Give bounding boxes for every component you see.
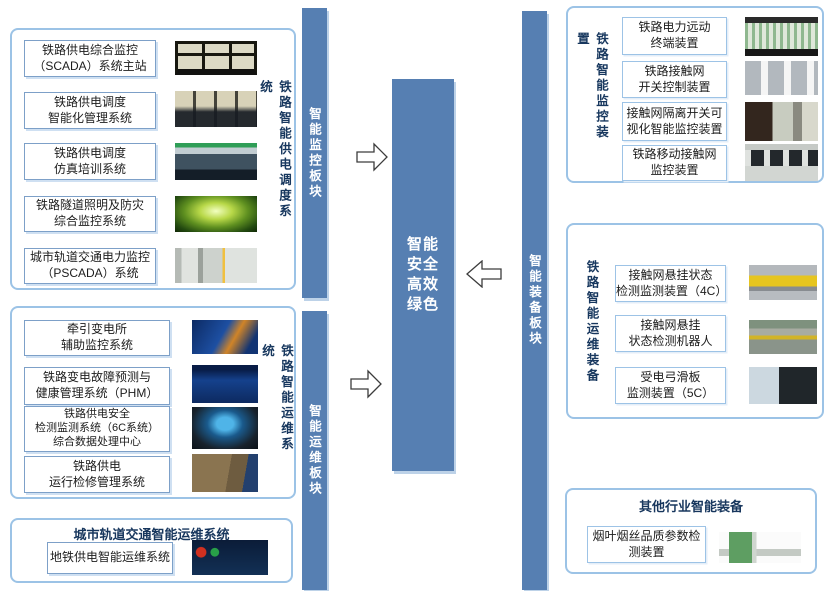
side-label-dispatch-system: 铁路智能供电调度系统 xyxy=(258,80,291,220)
side-label-om-system: 铁路智能运维系统 xyxy=(260,344,293,453)
device-item-label: 铁路移动接触网 监控装置 xyxy=(632,147,717,177)
pillar-smart-safe-efficient-green: 智能 安全 高效 绿色 xyxy=(392,79,454,471)
panel-monitoring-devices: 铁路智能监控装置 铁路电力远动 终端装置 铁路接触网 开关控制装置 接触网隔离开… xyxy=(566,6,824,183)
photo-metro-om-dashboard xyxy=(192,540,268,575)
equipment-item-label: 受电弓滑板 监测装置（5C） xyxy=(626,369,715,400)
device-item-switch-control: 铁路接触网 开关控制装置 xyxy=(622,61,727,98)
photo-scada-video-wall xyxy=(175,41,257,75)
flow-arrow-right-icon xyxy=(350,369,382,399)
system-item-pscada: 城市轨道交通电力监控 （PSCADA）系统 xyxy=(24,248,156,284)
device-item-rtu: 铁路电力远动 终端装置 xyxy=(622,17,727,55)
panel-railway-om-systems: 牵引变电所 辅助监控系统 铁路变电故障预测与 健康管理系统（PHM） 铁路供电安… xyxy=(10,306,296,499)
side-label-om-equipment: 铁路智能运维装备 xyxy=(584,260,599,384)
photo-simulation-training-room xyxy=(175,143,257,180)
system-item-maintenance-mgmt: 铁路供电 运行检修管理系统 xyxy=(24,456,170,493)
system-item-aux-monitor: 牵引变电所 辅助监控系统 xyxy=(24,320,170,356)
photo-switch-control-cabinets xyxy=(745,61,818,95)
photo-ocs-inspection-robot xyxy=(749,320,817,354)
pillar-center-label: 智能 安全 高效 绿色 xyxy=(407,235,439,314)
photo-substation-aux-monitor xyxy=(192,320,258,354)
system-item-label: 铁路供电调度 智能化管理系统 xyxy=(47,94,132,125)
pillar-intelligent-equipment: 智能装备板块 xyxy=(522,11,547,590)
photo-gis-map-view xyxy=(192,454,258,492)
system-item-label: 地铁供电智能运维系统 xyxy=(49,550,170,565)
system-item-label: 铁路供电调度 仿真培训系统 xyxy=(53,145,126,176)
device-item-label: 接触网隔离开关可 视化智能监控装置 xyxy=(626,105,723,136)
panel-om-equipment: 铁路智能运维装备 接触网悬挂状态 检测监测装置（4C） 接触网悬挂 状态检测机器… xyxy=(566,223,824,419)
pillar-center-line: 高效 xyxy=(406,276,439,293)
system-item-label: 铁路供电安全 检测监测系统（6C系统） 综合数据处理中心 xyxy=(34,408,160,448)
photo-disconnector-monitor xyxy=(745,102,818,141)
system-item-label: 铁路隧道照明及防灾 综合监控系统 xyxy=(35,198,144,228)
system-item-label: 城市轨道交通电力监控 （PSCADA）系统 xyxy=(29,250,150,280)
pillar-center-line: 绿色 xyxy=(406,295,439,313)
system-item-phm: 铁路变电故障预测与 健康管理系统（PHM） xyxy=(24,367,170,405)
panel-urban-rail-om: 城市轨道交通智能运维系统 地铁供电智能运维系统 xyxy=(10,518,293,583)
pillar-intelligent-om: 智能运维板块 xyxy=(302,311,327,590)
equipment-item-label: 接触网悬挂状态 检测监测装置（4C） xyxy=(616,267,728,298)
panel-title-urban-rail: 城市轨道交通智能运维系统 xyxy=(73,527,230,542)
pillar-label: 智能装备板块 xyxy=(527,254,541,347)
equipment-item-tobacco: 烟叶烟丝品质参数检 测装置 xyxy=(587,526,706,563)
panel-power-dispatch-systems: 铁路供电综合监控 （SCADA）系统主站 铁路供电调度 智能化管理系统 铁路供电… xyxy=(10,28,296,290)
photo-6c-data-center xyxy=(192,407,258,449)
device-item-disconnector-monitor: 接触网隔离开关可 视化智能监控装置 xyxy=(622,102,727,141)
pillar-center-line: 安全 xyxy=(406,256,439,274)
photo-tobacco-inspection-device xyxy=(719,532,801,563)
flow-arrow-left-icon xyxy=(466,260,502,288)
photo-5c-pantograph-monitor xyxy=(749,367,817,404)
pillar-label: 智能运维板块 xyxy=(307,404,321,497)
system-item-metro-om: 地铁供电智能运维系统 xyxy=(47,542,173,574)
system-item-simulation-training: 铁路供电调度 仿真培训系统 xyxy=(24,143,156,180)
side-label-monitoring-devices: 铁路智能监控装置 xyxy=(575,32,608,141)
equipment-item-5c: 受电弓滑板 监测装置（5C） xyxy=(615,367,726,404)
photo-power-cabinets xyxy=(175,248,257,283)
photo-railway-tunnel xyxy=(175,196,257,232)
photo-dispatch-control-room xyxy=(175,91,257,127)
panel-other-industry-equipment: 其他行业智能装备 烟叶烟丝品质参数检 测装置 xyxy=(565,488,817,574)
system-item-scada-master: 铁路供电综合监控 （SCADA）系统主站 xyxy=(24,40,156,77)
device-item-mobile-ocs: 铁路移动接触网 监控装置 xyxy=(622,145,727,181)
equipment-item-robot: 接触网悬挂 状态检测机器人 xyxy=(615,315,726,352)
panel-title-other-industry: 其他行业智能装备 xyxy=(638,499,743,514)
system-item-label: 铁路供电 运行检修管理系统 xyxy=(48,458,145,489)
system-item-label: 铁路变电故障预测与 健康管理系统（PHM） xyxy=(35,370,159,400)
equipment-item-4c: 接触网悬挂状态 检测监测装置（4C） xyxy=(615,265,728,302)
system-item-tunnel-monitoring: 铁路隧道照明及防灾 综合监控系统 xyxy=(24,196,156,232)
system-item-label: 牵引变电所 辅助监控系统 xyxy=(60,322,133,352)
device-item-label: 铁路接触网 开关控制装置 xyxy=(638,63,711,94)
pillar-label: 智能监控板块 xyxy=(307,106,321,200)
device-item-label: 铁路电力远动 终端装置 xyxy=(638,20,711,50)
system-item-dispatch-mgmt: 铁路供电调度 智能化管理系统 xyxy=(24,92,156,129)
photo-phm-dashboard xyxy=(192,365,258,403)
system-item-label: 铁路供电综合监控 （SCADA）系统主站 xyxy=(33,42,147,73)
flow-arrow-right-icon xyxy=(356,142,388,172)
equipment-item-label: 烟叶烟丝品质参数检 测装置 xyxy=(592,528,701,559)
pillar-intelligent-monitoring: 智能监控板块 xyxy=(302,8,327,298)
pillar-center-line: 智能 xyxy=(406,236,439,254)
photo-4c-inspection-train xyxy=(749,265,817,300)
system-item-6c-center: 铁路供电安全 检测监测系统（6C系统） 综合数据处理中心 xyxy=(24,406,170,452)
photo-mobile-ocs-monitor xyxy=(745,144,818,181)
equipment-item-label: 接触网悬挂 状态检测机器人 xyxy=(628,317,713,348)
photo-rtu-rack xyxy=(745,17,818,56)
